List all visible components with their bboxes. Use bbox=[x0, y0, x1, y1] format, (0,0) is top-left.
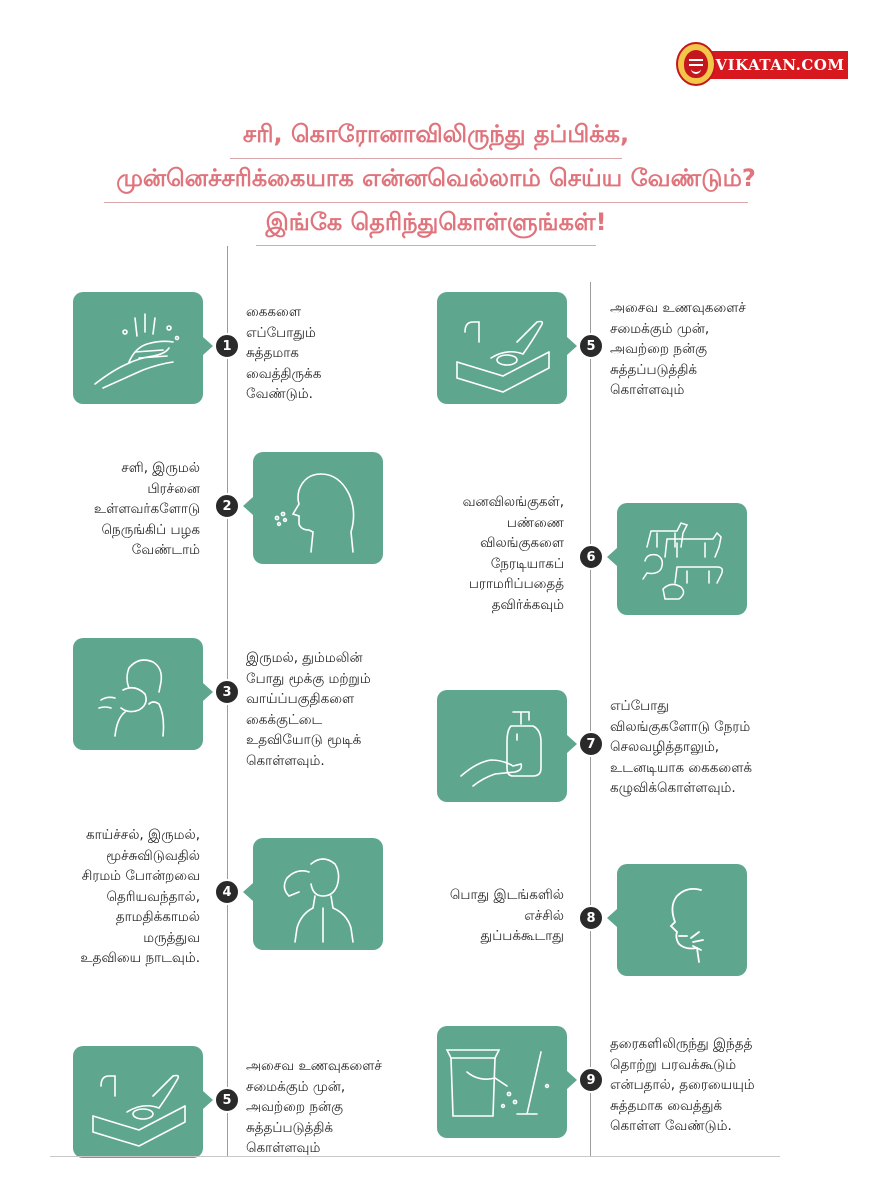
step-6-badge: 6 bbox=[578, 544, 604, 570]
step-4-pointer bbox=[243, 883, 253, 901]
step-7-card bbox=[437, 690, 567, 802]
step-5-pointer bbox=[567, 337, 577, 355]
step-5-badge: 5 bbox=[578, 333, 604, 359]
step-2-card bbox=[253, 452, 383, 564]
logo-face-icon bbox=[676, 42, 716, 86]
title-line-3: இங்கே தெரிந்துகொள்ளுங்கள்! bbox=[265, 208, 607, 236]
animals-icon bbox=[642, 522, 724, 600]
step-8-text: பொது இடங்களில் எச்சில் துப்பக்கூடாது bbox=[449, 887, 564, 944]
step-7-pointer bbox=[567, 735, 577, 753]
step-5-badge-bottom: 5 bbox=[214, 1087, 240, 1113]
step-2-badge: 2 bbox=[214, 493, 240, 519]
title-line-1: சரி, கொரோனாவிலிருந்து தப்பிக்க, bbox=[242, 120, 630, 148]
title-divider bbox=[230, 158, 622, 159]
step-9-pointer bbox=[567, 1071, 577, 1089]
step-3-text: இருமல், தும்மலின் போது மூக்கு மற்றும் வா… bbox=[246, 650, 371, 769]
vikatan-logo[interactable]: VIKATAN.COM bbox=[676, 42, 848, 86]
step-7-badge: 7 bbox=[578, 731, 604, 757]
sneeze-tissue-icon bbox=[98, 659, 165, 737]
step-3-badge: 3 bbox=[214, 679, 240, 705]
right-timeline bbox=[590, 282, 591, 1156]
step-5-text: அசைவ உணவுகளைச் சமைக்கும் முன், அவற்றை நன… bbox=[610, 300, 746, 398]
step-4-text: காய்ச்சல், இருமல், மூச்சுவிடுவதில் சிரமம… bbox=[80, 827, 200, 966]
cough-face-icon bbox=[274, 473, 355, 553]
headache-person-icon bbox=[283, 858, 354, 943]
step-5-card-bottom bbox=[73, 1046, 203, 1158]
step-5-card bbox=[437, 292, 567, 404]
step-3-pointer bbox=[203, 683, 213, 701]
wash-food-icon bbox=[456, 320, 550, 393]
step-1-badge: 1 bbox=[214, 333, 240, 359]
step-5-pointer-bottom bbox=[203, 1091, 213, 1109]
step-7-text: எப்போது விலங்குகளோடு நேரம் செலவழித்தாலும… bbox=[610, 698, 753, 796]
step-4-badge: 4 bbox=[214, 879, 240, 905]
step-3-card bbox=[73, 638, 203, 750]
step-2-pointer bbox=[243, 497, 253, 515]
step-9-badge: 9 bbox=[578, 1067, 604, 1093]
bottom-divider bbox=[50, 1156, 780, 1157]
step-2-text: சளி, இருமல் பிரச்னை உள்ளவர்களோடு நெருங்க… bbox=[93, 460, 200, 558]
soap-dispenser-icon bbox=[460, 711, 542, 787]
step-1-text: கைகளை எப்போதும் சுத்தமாக வைத்திருக்க வேண… bbox=[246, 304, 322, 402]
spitting-face-icon bbox=[669, 887, 704, 963]
hand-wash-icon bbox=[94, 313, 180, 389]
step-1-pointer bbox=[203, 337, 213, 355]
step-9-text: தரைகளிலிருந்து இந்தத் தொற்று பரவக்கூடும்… bbox=[610, 1036, 755, 1134]
title-divider bbox=[104, 202, 748, 203]
step-9-card bbox=[437, 1026, 567, 1138]
step-8-card bbox=[617, 864, 747, 976]
step-5-text-bottom: அசைவ உணவுகளைச் சமைக்கும் முன், அவற்றை நன… bbox=[246, 1058, 382, 1156]
step-1-card bbox=[73, 292, 203, 404]
step-6-card bbox=[617, 503, 747, 615]
step-6-text: வனவிலங்குகள், பண்ணை விலங்குகளை நேரடியாகப… bbox=[462, 494, 564, 613]
step-6-pointer bbox=[607, 548, 617, 566]
step-4-card bbox=[253, 838, 383, 950]
bucket-mop-icon bbox=[445, 1049, 550, 1117]
title-line-2: முன்னெச்சரிக்கையாக என்னவெல்லாம் செய்ய வே… bbox=[116, 164, 756, 192]
wash-food-icon bbox=[92, 1074, 186, 1147]
logo-text: VIKATAN.COM bbox=[706, 51, 848, 79]
step-8-badge: 8 bbox=[578, 905, 604, 931]
title-divider bbox=[256, 245, 596, 246]
step-8-pointer bbox=[607, 909, 617, 927]
